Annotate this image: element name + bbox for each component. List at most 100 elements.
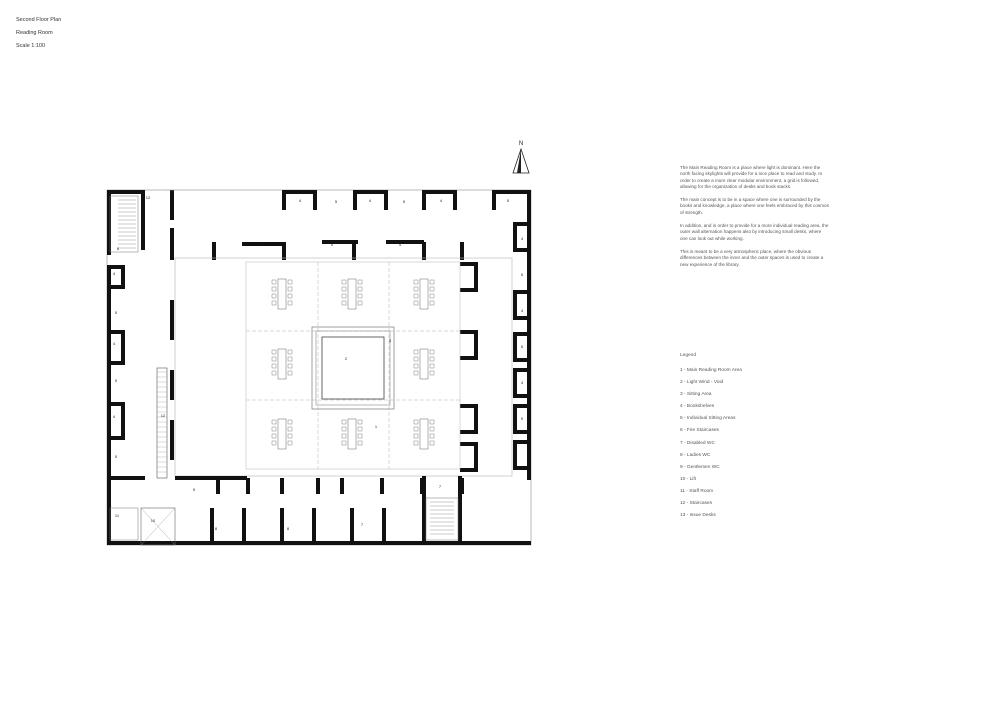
chair [429,286,435,292]
plan-label: 4 [113,414,116,419]
wall [380,478,384,494]
chair [413,356,419,362]
chair [413,286,419,292]
wall [282,190,286,210]
wall [513,440,531,444]
plan-label: 4 [113,271,116,276]
wall [141,190,145,250]
wall [513,332,517,362]
wall [422,242,426,260]
wall [107,402,125,406]
wall [460,468,478,472]
void-outer [311,326,395,410]
wall [513,222,517,252]
wall [460,262,478,266]
stair-right [425,497,459,541]
chair [287,286,293,292]
legend-title: Legend [680,353,697,358]
wall [384,190,388,210]
plan-label: 5 [115,378,118,383]
chair [413,300,419,306]
legend-item: 12 - Staircases [680,501,712,507]
wall [175,476,247,480]
chair [287,356,293,362]
wall [460,442,478,446]
chair [357,286,363,292]
desk [419,278,429,310]
wall [212,242,216,260]
wall [107,436,125,440]
wall [210,508,214,545]
wall [353,190,388,194]
chair [271,286,277,292]
chair [357,419,363,425]
reading-grid [245,261,461,470]
wall [513,368,517,398]
wall [513,430,531,434]
chair [413,433,419,439]
sheet-subtitle: Reading Room [16,30,53,36]
wall [352,242,356,260]
plan-label: 2 [345,356,348,361]
chair [287,419,293,425]
reading-room-outline [174,257,513,477]
chair [429,293,435,299]
wall [280,508,284,545]
desk [277,348,287,380]
plan-label: 5 [115,310,118,315]
description-paragraph: The Main Reading Room is a place where l… [680,165,823,189]
chair [413,440,419,446]
chair [287,426,293,432]
chair [357,440,363,446]
chair [287,433,293,439]
wall [422,190,457,194]
description-paragraph: The main concept is to be in a space whe… [680,197,829,215]
wall [350,541,386,545]
wall [460,288,478,292]
wall [492,190,531,194]
chair [271,279,277,285]
chair [413,419,419,425]
plan-label: 4 [521,380,524,385]
wall [107,265,125,269]
chair [287,279,293,285]
chair [429,433,435,439]
legend-item: 1 - Main Reading Room Area [680,368,742,373]
chair [287,293,293,299]
plan-label: 4 [440,198,443,203]
chair [429,349,435,355]
plan-label: 8 [215,526,218,531]
void-core [321,336,385,400]
plan-label: 5 [521,344,524,349]
chair [341,419,347,425]
legend-item: 8 - Ladies WC [680,452,711,458]
chair [413,293,419,299]
legend-item: 2 - Light Wind - Void [680,380,724,386]
plan-label: 4 [369,198,372,203]
chair [271,363,277,369]
wall [350,508,354,545]
wall [353,190,357,210]
chair [287,349,293,355]
wall [492,190,496,210]
wall [513,248,531,252]
chair [429,300,435,306]
plan-label: 3 [389,338,392,343]
wall [513,290,517,320]
wall [107,330,125,334]
plan-label: 4 [113,341,116,346]
wall [513,316,531,320]
chair [271,370,277,376]
chair [429,370,435,376]
chair [341,293,347,299]
chair [413,279,419,285]
legend-item: 10 - Lift [680,476,696,482]
plan-label: 6 [117,246,120,251]
wall [170,190,174,220]
desk [419,418,429,450]
chair [429,363,435,369]
plan-label: 4 [521,236,524,241]
chair [429,356,435,362]
wall [282,242,286,260]
legend-item: 7 - Disabled WC [680,440,715,446]
